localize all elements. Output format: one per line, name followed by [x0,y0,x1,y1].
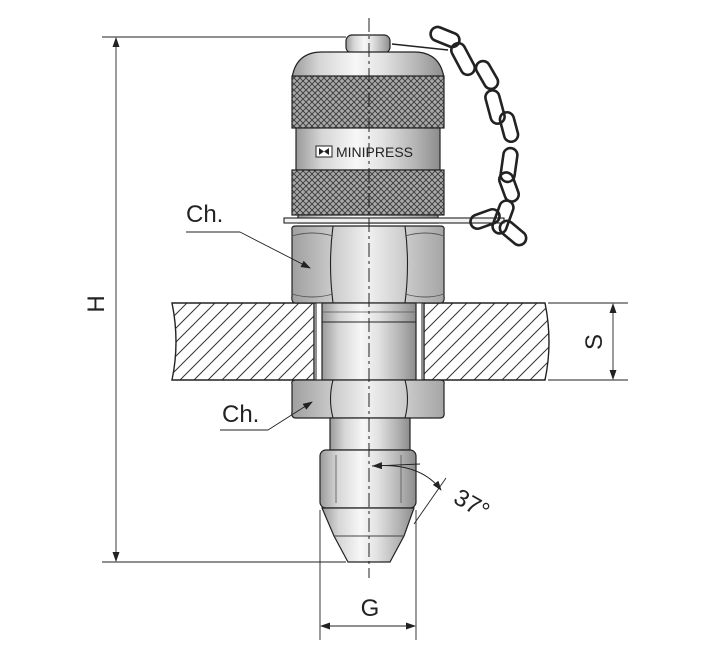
brand-text: MINIPRESS [336,144,413,160]
dimension-thread [319,510,417,640]
dimension-height-label: H [83,295,110,312]
brand-logo [315,145,333,158]
threaded-stem [319,417,417,563]
retaining-chain [391,25,528,247]
cap-top-button [345,34,391,54]
protective-cap [283,51,505,224]
mounting-panel [171,302,550,381]
dimension-panel-thickness [548,302,628,381]
dimension-panel-thickness-label: S [581,334,608,350]
chamfer-upper-leader [186,231,311,269]
chamfer-lower-leader [220,401,313,431]
upper-hex-nut [291,225,445,304]
dimension-angle-label: 37° [449,484,494,526]
lower-hex-nut [291,379,445,419]
dimension-height [102,36,346,563]
chamfer-upper-label: Ch. [186,201,223,228]
dimension-thread-label: G [361,595,380,622]
chamfer-lower-label: Ch. [222,401,259,428]
dimension-angle [371,462,447,525]
